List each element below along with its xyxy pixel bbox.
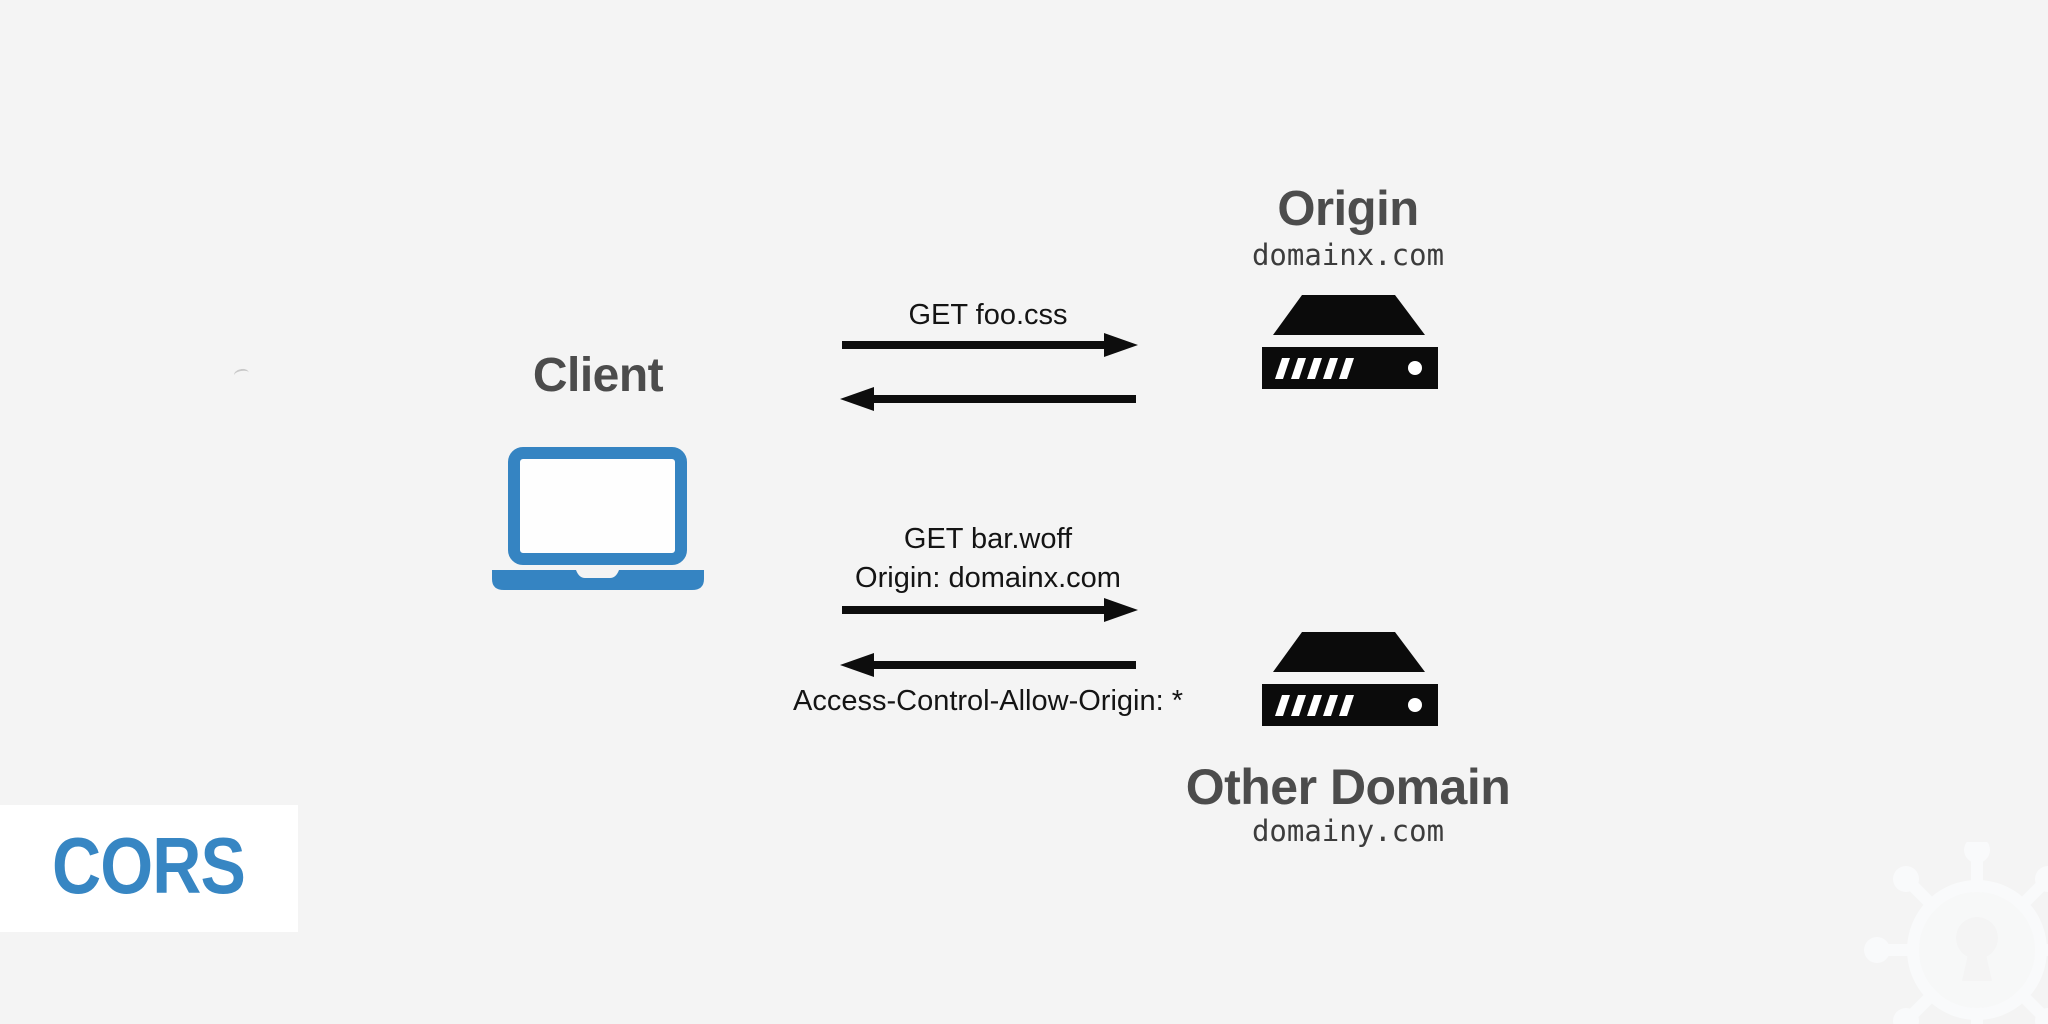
origin-server-domain: domainx.com [1251,238,1445,272]
other-domain-domain: domainy.com [1251,814,1445,848]
other-domain-title: Other Domain [1185,759,1511,815]
laptop-icon [492,447,704,590]
cross-origin-request-line2: Origin: domainx.com [855,562,1121,594]
cross-origin-request-label: GET bar.woff Origin: domainx.com [855,520,1121,598]
client-label: Client [532,349,664,402]
origin-server-title: Origin [1277,182,1419,236]
stray-pen-mark [233,367,250,381]
keyhole-wheel-watermark-icon [1864,842,2048,1024]
same-origin-request-label: GET foo.css [908,299,1068,331]
request-arrow-right-icon [842,598,1138,622]
cross-origin-response-label: Access-Control-Allow-Origin: * [793,685,1183,717]
cors-badge: CORS [0,805,298,932]
request-arrow-right-icon [842,333,1138,357]
cors-badge-label: CORS [52,821,246,910]
other-domain-server-icon [1262,632,1438,726]
response-arrow-left-icon [840,653,1136,677]
cross-origin-request-line1: GET bar.woff [903,523,1073,555]
response-arrow-left-icon [840,387,1136,411]
origin-server-icon [1262,295,1438,389]
